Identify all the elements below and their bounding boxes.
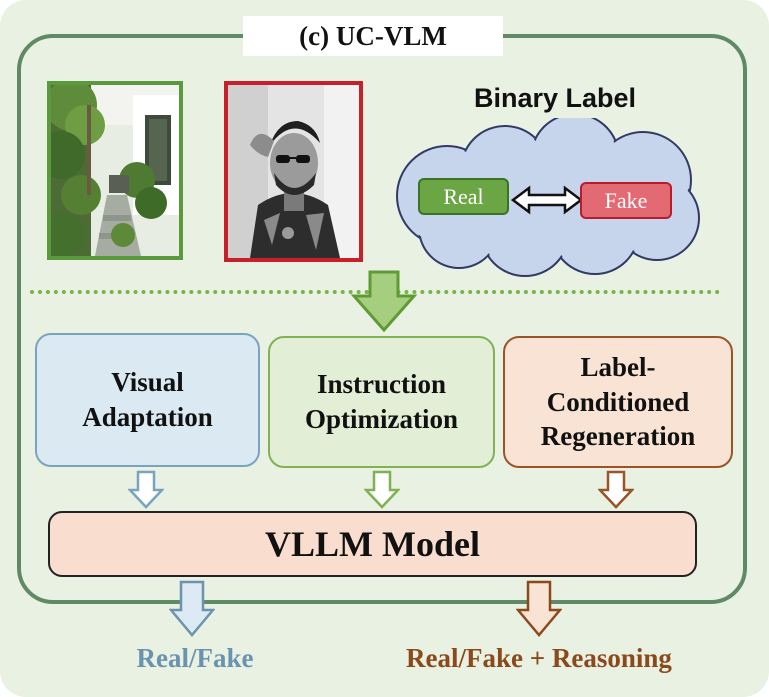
double-arrow-icon	[511, 185, 583, 215]
regeneration-to-model-arrow-icon	[598, 470, 634, 509]
fake-image	[224, 81, 363, 262]
right-output-label: Real/Fake + Reasoning	[406, 643, 672, 673]
instruction-optimization-label: Instruction Optimization	[305, 369, 458, 434]
down-arrow-icon	[350, 270, 418, 333]
instruction-optimization-box: Instruction Optimization	[268, 336, 495, 468]
portrait-photo-icon	[228, 85, 359, 258]
real-label-text: Real	[443, 183, 484, 209]
real-label-pill: Real	[418, 178, 509, 215]
vllm-model-label: VLLM Model	[265, 523, 480, 564]
real-image	[47, 81, 183, 260]
instruction-to-model-arrow-icon	[364, 470, 400, 509]
vllm-model-box: VLLM Model	[48, 511, 697, 577]
left-output-label: Real/Fake	[136, 643, 254, 673]
visual-adaptation-label: Visual Adaptation	[82, 367, 213, 432]
title-text: (c) UC-VLM	[299, 20, 447, 51]
fake-label-text: Fake	[604, 187, 648, 213]
visual-adaptation-box: Visual Adaptation	[35, 333, 260, 467]
garden-photo-icon	[51, 85, 179, 256]
title-label: (c) UC-VLM	[243, 16, 503, 56]
visual-to-model-arrow-icon	[128, 470, 164, 509]
fake-label-pill: Fake	[580, 182, 672, 219]
left-output-arrow-icon	[169, 580, 215, 637]
binary-label-heading: Binary Label	[473, 83, 637, 113]
right-output-arrow-icon	[516, 580, 562, 637]
label-regeneration-box: Label-Conditioned Regeneration	[503, 336, 733, 468]
label-regeneration-label: Label-Conditioned Regeneration	[540, 352, 696, 452]
